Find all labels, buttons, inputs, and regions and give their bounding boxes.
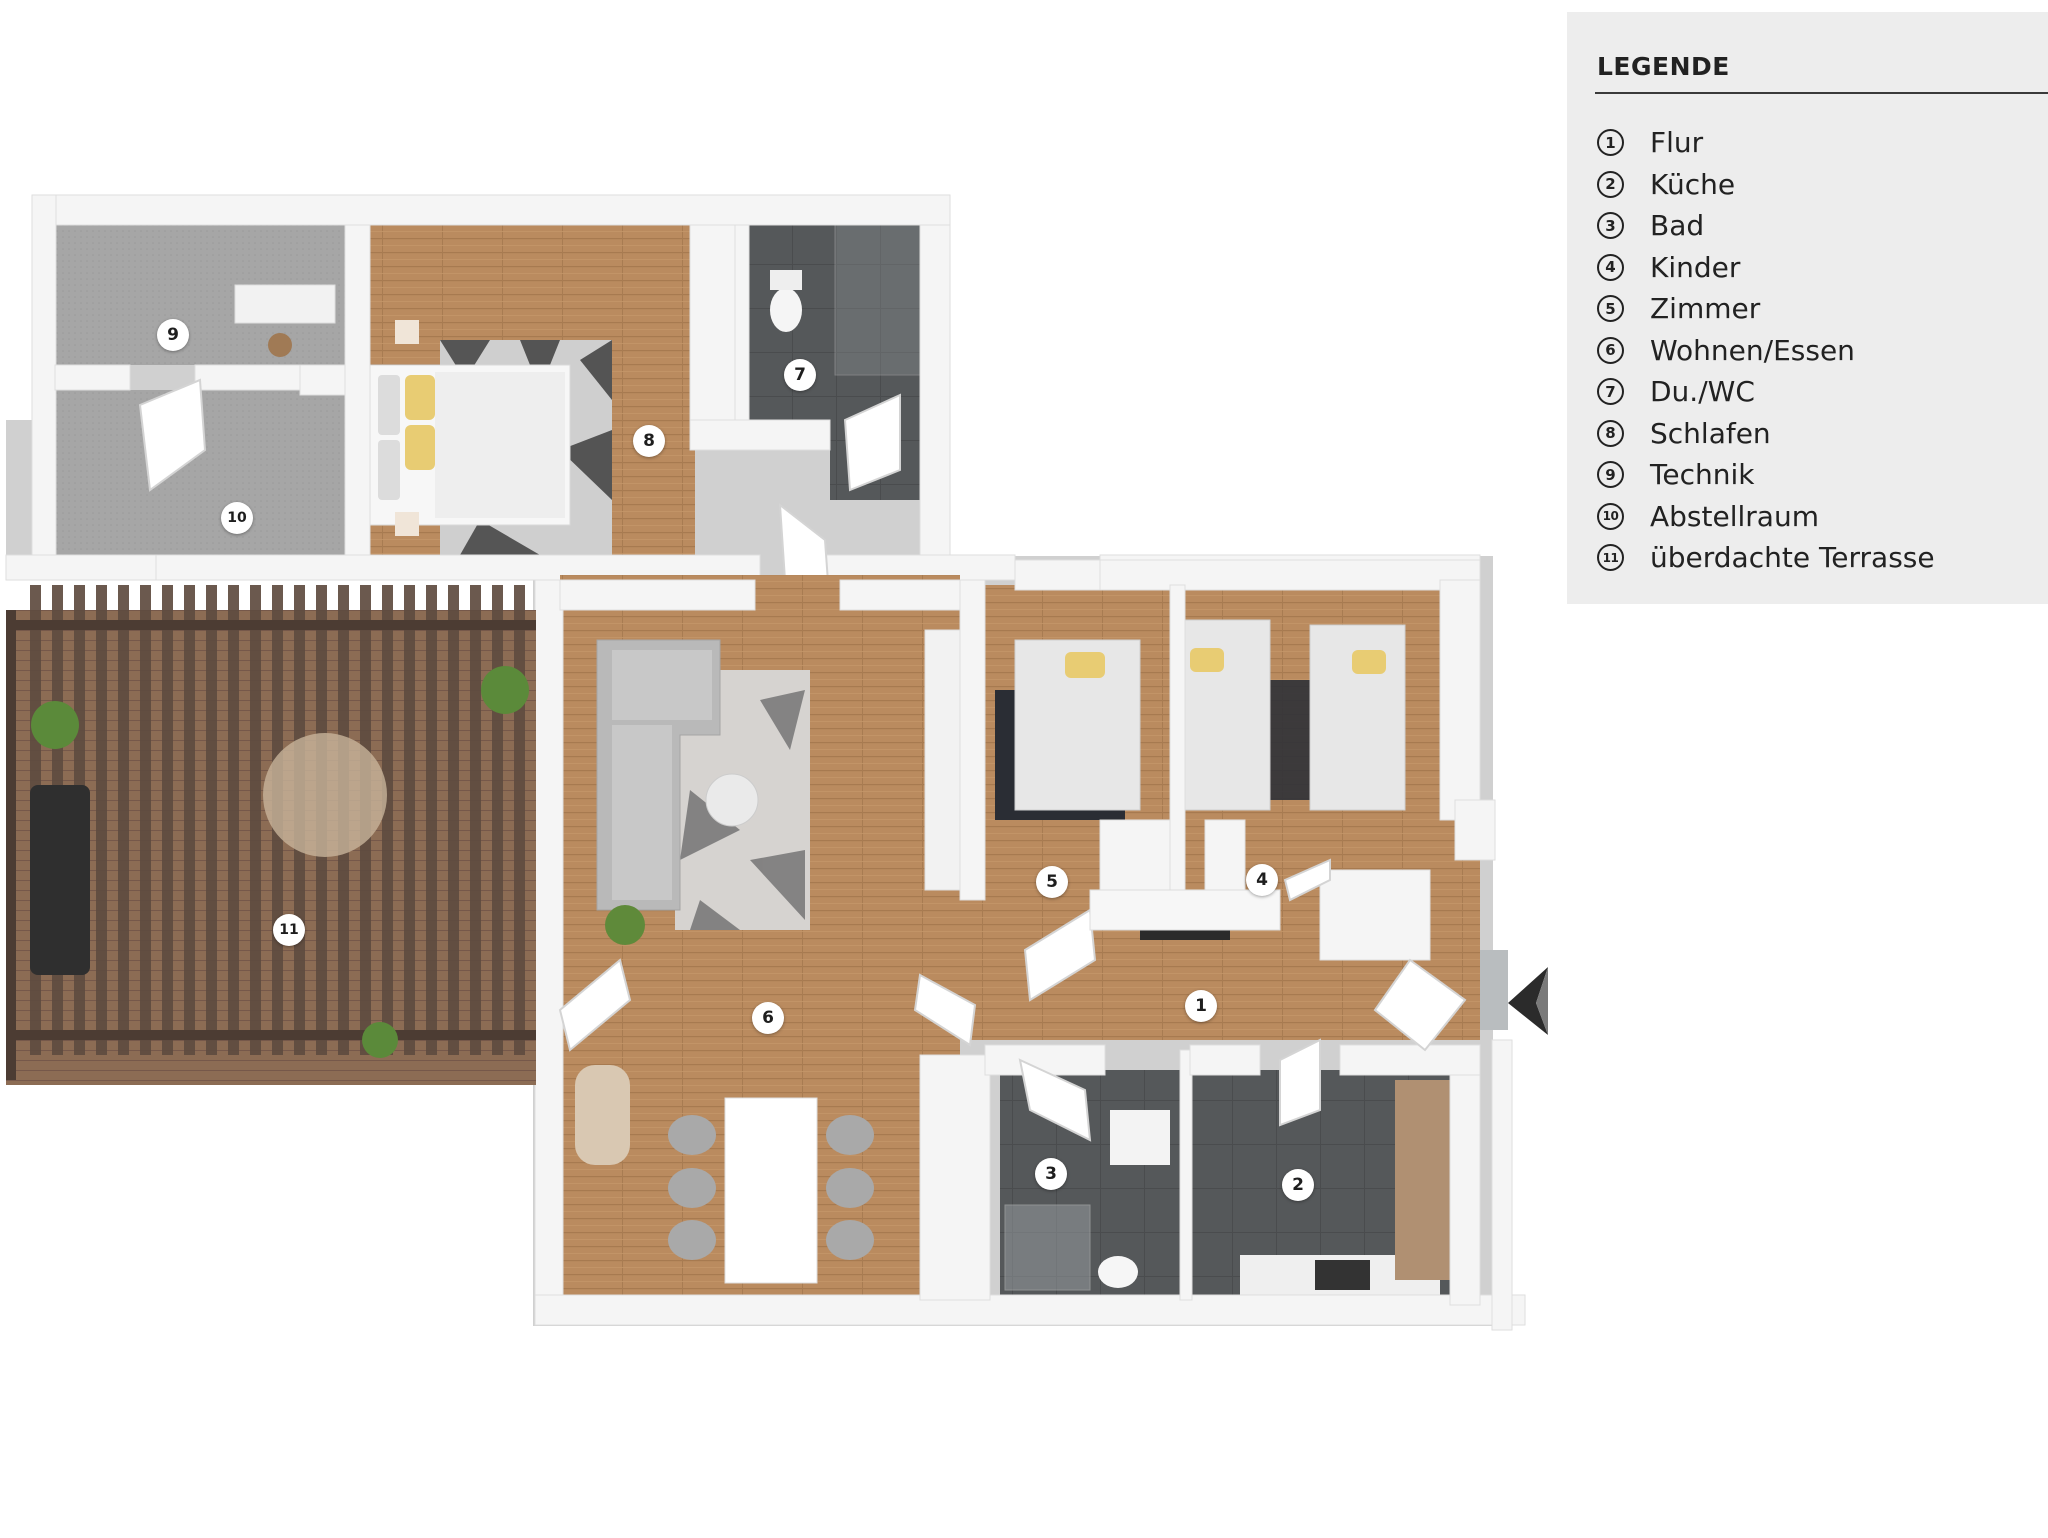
legend-number-icon: 7 xyxy=(1597,378,1624,406)
legend-label: Kinder xyxy=(1650,250,1741,284)
pergola-slat xyxy=(184,585,195,1055)
legend-item: 11 überdachte Terrasse xyxy=(1597,537,1935,579)
legend-item: 4 Kinder xyxy=(1597,247,1935,289)
legend-item: 6 Wohnen/Essen xyxy=(1597,330,1935,372)
pergola-slat xyxy=(492,585,503,1055)
legend-label: Abstellraum xyxy=(1650,499,1819,533)
legend-label: Bad xyxy=(1650,209,1705,243)
room-marker-terrasse: 11 xyxy=(273,914,305,946)
pergola-slat xyxy=(448,585,459,1055)
room-terrasse xyxy=(6,610,536,1085)
floor-plan: 1 2 3 4 5 6 7 8 9 10 11 xyxy=(5,194,1548,1331)
legend-label: Technik xyxy=(1650,458,1755,492)
pergola-slat xyxy=(250,585,261,1055)
legend-divider xyxy=(1595,92,2048,94)
room-marker-du-wc: 7 xyxy=(784,359,816,391)
legend-label: Schlafen xyxy=(1650,416,1771,450)
room-marker-zimmer: 5 xyxy=(1036,866,1068,898)
legend-number-icon: 10 xyxy=(1597,502,1624,530)
pergola-slat xyxy=(140,585,151,1055)
pergola-slat xyxy=(426,585,437,1055)
legend-number-icon: 9 xyxy=(1597,461,1624,489)
legend-number-icon: 1 xyxy=(1597,129,1624,157)
legend-list: 1 Flur 2 Küche 3 Bad 4 Kinder 5 Zimmer 6 Wohnen/Ess… xyxy=(1597,122,1935,579)
legend-number-icon: 2 xyxy=(1597,170,1624,198)
legend-title: LEGENDE xyxy=(1597,52,1730,81)
legend-number-icon: 11 xyxy=(1597,544,1624,572)
room-marker-kueche: 2 xyxy=(1282,1169,1314,1201)
room-marker-wohnen-essen: 6 xyxy=(752,1002,784,1034)
room-marker-abstellraum: 10 xyxy=(221,502,253,534)
pergola-slat xyxy=(514,585,525,1055)
legend-number-icon: 8 xyxy=(1597,419,1624,447)
legend-item: 1 Flur xyxy=(1597,122,1935,164)
legend-label: Flur xyxy=(1650,126,1704,160)
legend-number-icon: 5 xyxy=(1597,295,1624,323)
legend-label: Küche xyxy=(1650,167,1736,201)
legend-item: 10 Abstellraum xyxy=(1597,496,1935,538)
legend-item: 5 Zimmer xyxy=(1597,288,1935,330)
legend-label: Wohnen/Essen xyxy=(1650,333,1855,367)
legend-number-icon: 4 xyxy=(1597,253,1624,281)
legend-item: 3 Bad xyxy=(1597,205,1935,247)
legend-label: Zimmer xyxy=(1650,292,1761,326)
room-marker-technik: 9 xyxy=(157,319,189,351)
room-marker-bad: 3 xyxy=(1035,1158,1067,1190)
pergola-slat xyxy=(382,585,393,1055)
north-arrow-icon xyxy=(1508,967,1548,1035)
pergola-slat xyxy=(118,585,129,1055)
pergola-slat xyxy=(96,585,107,1055)
legend-item: 7 Du./WC xyxy=(1597,371,1935,413)
room-marker-kinder: 4 xyxy=(1246,864,1278,896)
room-marker-schlafen: 8 xyxy=(633,425,665,457)
legend-item: 8 Schlafen xyxy=(1597,413,1935,455)
legend-panel: LEGENDE 1 Flur 2 Küche 3 Bad 4 Kinder 5 Zimmer 6 Wo… xyxy=(1567,12,2048,604)
legend-label: Du./WC xyxy=(1650,375,1755,409)
legend-item: 9 Technik xyxy=(1597,454,1935,496)
pergola-slat xyxy=(470,585,481,1055)
pergola-slat xyxy=(206,585,217,1055)
legend-number-icon: 6 xyxy=(1597,336,1624,364)
pergola-slat xyxy=(404,585,415,1055)
legend-item: 2 Küche xyxy=(1597,164,1935,206)
room-marker-flur: 1 xyxy=(1185,990,1217,1022)
floor-plan-drawing xyxy=(5,194,1526,1331)
pergola-slat xyxy=(162,585,173,1055)
pergola-slat xyxy=(228,585,239,1055)
legend-number-icon: 3 xyxy=(1597,212,1624,240)
legend-label: überdachte Terrasse xyxy=(1650,541,1935,575)
